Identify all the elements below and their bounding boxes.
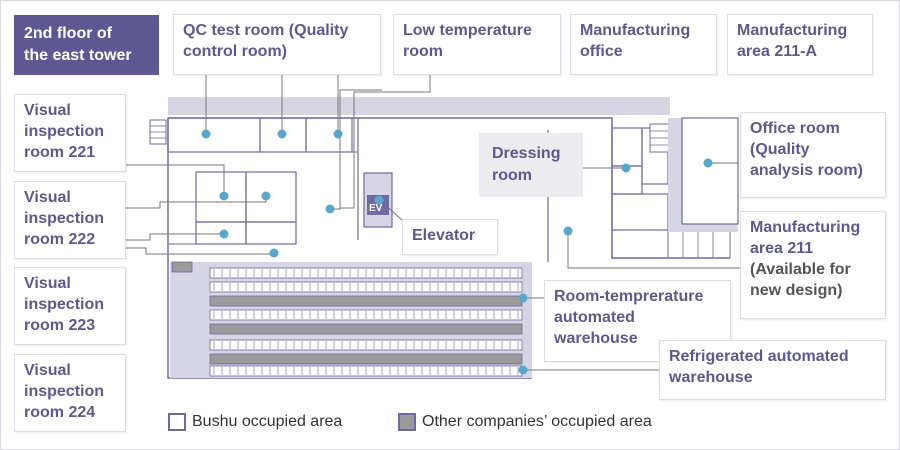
- elevator-mark: EV: [369, 203, 383, 214]
- floor-title-line: the east tower: [24, 47, 132, 64]
- marker-visual-221: [219, 191, 229, 201]
- legend-bushu: Bushu occupied area: [168, 410, 342, 434]
- label-refrigerated-warehouse: Refrigerated automated warehouse: [659, 340, 886, 400]
- legend-label-bushu: Bushu occupied area: [192, 413, 343, 430]
- marker-visual-223: [219, 229, 229, 239]
- label-dressing-room: Dressing room: [479, 133, 583, 197]
- marker-elevator: [374, 195, 384, 205]
- label-visual-222: Visual inspection room 222: [14, 181, 126, 259]
- leader-lines: [126, 75, 740, 371]
- marker-room-temp-warehouse: [518, 293, 528, 303]
- marker-visual-222: [261, 191, 271, 201]
- room-service-2: [611, 193, 669, 231]
- label-qc-test-room: QC test room (Quality control room): [173, 14, 381, 75]
- floor-title-line: 2nd floor of: [24, 25, 112, 42]
- room-mfg-office: [305, 117, 353, 153]
- marker-dressing-room: [621, 163, 631, 173]
- legend-other: Other companies’ occupied area: [398, 410, 652, 434]
- room-visual-224: [245, 221, 297, 245]
- marker-visual-224: [269, 248, 279, 258]
- marker-mfg-office: [333, 129, 343, 139]
- floor-title: 2nd floor of the east tower: [14, 15, 159, 75]
- legend-swatch-other: [398, 413, 416, 431]
- marker-low-temp: [277, 129, 287, 139]
- label-elevator: Elevator: [402, 219, 498, 255]
- room-small-units: [667, 229, 731, 259]
- room-office-quality: [681, 117, 739, 225]
- marker-qc-test: [201, 129, 211, 139]
- top-corridor: [168, 97, 670, 115]
- room-dressing-1: [611, 127, 643, 167]
- legend-swatch-bushu: [168, 413, 186, 431]
- label-visual-221: Visual inspection room 221: [14, 94, 126, 172]
- warehouse-gate: [171, 261, 193, 273]
- label-mfg-area-211a: Manufacturing area 211-A: [727, 14, 873, 75]
- marker-refrigerated-warehouse: [518, 365, 528, 375]
- marker-mfg-area-211a: [325, 204, 335, 214]
- label-visual-223: Visual inspection room 223: [14, 267, 126, 345]
- label-low-temp-room: Low temperature room: [393, 14, 561, 75]
- room-qc-test: [167, 117, 261, 153]
- label-visual-224: Visual inspection room 224: [14, 354, 126, 432]
- marker-office-room: [703, 158, 713, 168]
- label-office-room: Office room (Quality analysis room): [740, 112, 886, 198]
- label-mfg-area-211: Manufacturing area 211 (Available for ne…: [740, 211, 886, 319]
- label-manufacturing-office: Manufacturing office: [570, 14, 717, 75]
- rack-ticks: [213, 269, 519, 375]
- location-markers: [201, 129, 713, 375]
- room-visual-222: [245, 171, 297, 223]
- legend-label-other: Other companies’ occupied area: [422, 413, 652, 430]
- marker-mfg-area-211: [563, 226, 573, 236]
